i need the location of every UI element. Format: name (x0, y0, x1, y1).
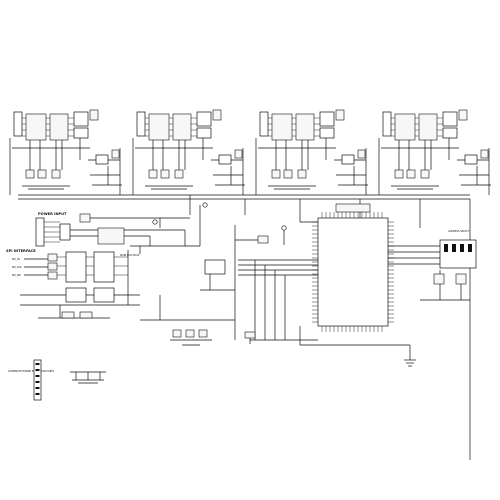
microcontroller-ic (317, 217, 389, 327)
mcu-block (249, 203, 440, 367)
channel-module (378, 109, 491, 195)
channel-module (9, 109, 122, 195)
isolator-ic-2 (93, 251, 115, 283)
power-input-title: POWER INPUT (38, 212, 67, 216)
driver-ic (148, 113, 170, 141)
channel-module (132, 109, 245, 195)
regulator-ic (97, 227, 125, 245)
protection-ic (204, 259, 226, 275)
main-bus-wires (18, 194, 471, 460)
spi-signal-label: SPI_SDI (12, 274, 21, 277)
spi-interface-title: SPI INTERFACE (6, 249, 36, 253)
spi-interface-block: SPI INTERFACE SPI_CS SPI_SCK SPI_SDI (6, 249, 140, 319)
isolator-ic-1 (65, 251, 87, 283)
channel-modules (9, 109, 491, 195)
power-input-block: POWER INPUT MAIN BUS FAULT (35, 202, 208, 257)
address-select-title: ADDRESS SELECT (448, 230, 470, 233)
spi-signal-label: SPI_SCK (12, 266, 22, 269)
alt-power-label: ALTERNATE POWER EXTENSION PORTS (8, 370, 55, 373)
alternate-power-ports: ALTERNATE POWER EXTENSION PORTS (8, 359, 106, 401)
address-select-block: ADDRESS SELECT (420, 230, 477, 301)
spi-signal-label: SPI_CS (12, 258, 21, 261)
driver-ic (25, 113, 47, 141)
main-bus-fault-label: MAIN BUS FAULT (120, 254, 140, 257)
protection-circuit (140, 225, 236, 346)
mcu-signal-buses (235, 225, 318, 340)
channel-module (255, 109, 368, 195)
driver-ic (271, 113, 293, 141)
alt-power-header (33, 359, 42, 401)
power-connector (35, 217, 45, 247)
driver-ic (394, 113, 416, 141)
